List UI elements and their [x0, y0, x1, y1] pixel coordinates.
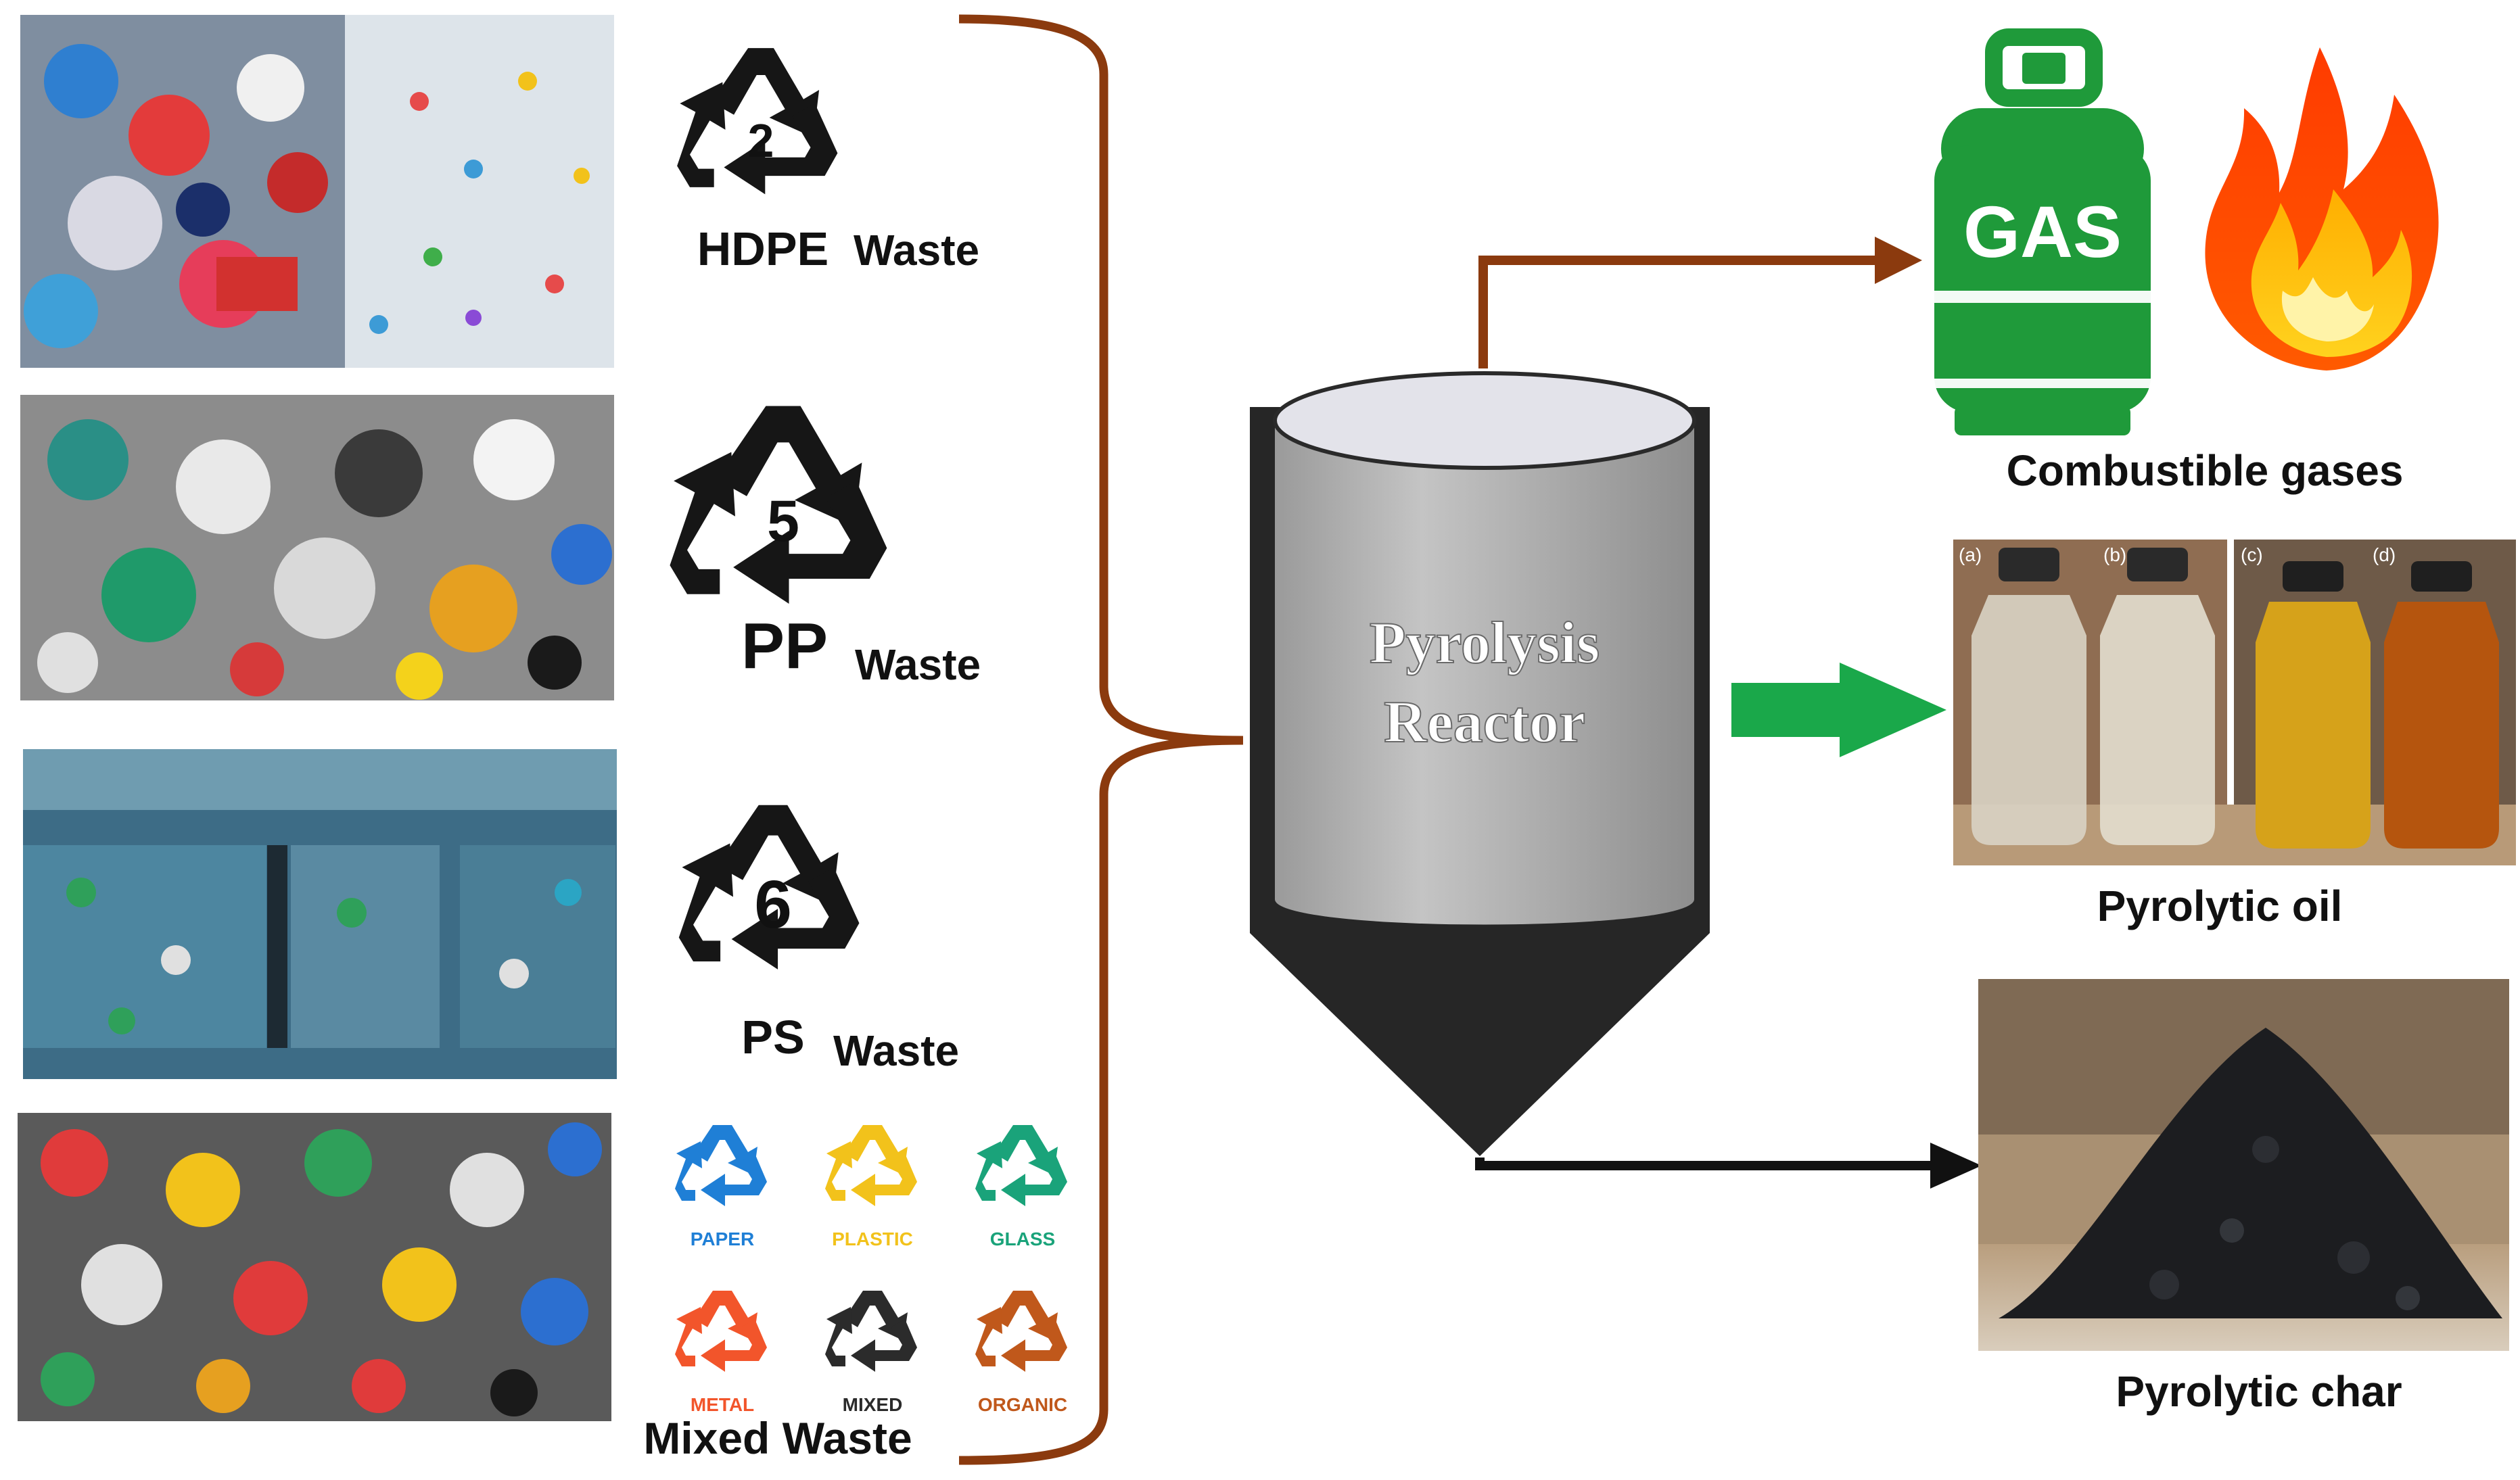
bin-metal-icon: METAL: [675, 1291, 767, 1415]
recycling-bins-grid: PAPER PLASTIC GLASS METAL MIXED ORGANIC: [675, 1125, 1067, 1415]
bin-organic-icon: ORGANIC: [975, 1291, 1067, 1415]
bin-paper-icon: PAPER: [675, 1125, 767, 1249]
pp-code-number: 5: [767, 489, 799, 554]
ps-waste-photo: [23, 749, 617, 1079]
oil-panel-label-b: (b): [2103, 544, 2126, 565]
oil-output-arrow: [1731, 663, 1946, 757]
bin-glass-icon: GLASS: [975, 1125, 1067, 1249]
gas-output-arrow: [1478, 237, 1922, 368]
ps-waste-label: Waste: [833, 1026, 959, 1075]
bin-plastic-icon: PLASTIC: [825, 1125, 917, 1249]
bin-plastic-label: PLASTIC: [832, 1228, 913, 1249]
oil-panel-label-d: (d): [2373, 544, 2396, 565]
oil-panel-label-c: (c): [2241, 544, 2263, 565]
pp-waste-photo: [20, 395, 614, 700]
char-caption: Pyrolytic char: [2116, 1367, 2402, 1416]
bin-paper-label: PAPER: [691, 1228, 754, 1249]
reactor-label-line1: Pyrolysis: [1370, 611, 1600, 676]
hdpe-resin-label: HDPE: [697, 222, 829, 275]
pyrolytic-oil-photo: (a) (b) (c) (d): [1953, 540, 2516, 865]
gas-cylinder-icon: GAS: [1934, 28, 2151, 435]
gas-cylinder-text: GAS: [1963, 191, 2122, 272]
bin-mixed-icon: MIXED: [825, 1291, 917, 1415]
mixed-waste-photo: [18, 1113, 611, 1421]
bin-mixed-label: MIXED: [843, 1394, 903, 1415]
ps-code-number: 6: [754, 867, 792, 942]
pp-resin-label: PP: [741, 610, 828, 682]
input-bracket: [958, 14, 1244, 1465]
ps-resin-label: PS: [741, 1011, 804, 1064]
hdpe-waste-photo: [20, 15, 614, 368]
char-output-arrow: [1475, 1143, 1982, 1189]
oil-caption: Pyrolytic oil: [2097, 882, 2343, 930]
bin-glass-label: GLASS: [990, 1228, 1055, 1249]
reactor-label-line2: Reactor: [1384, 690, 1585, 755]
hdpe-waste-label: Waste: [854, 226, 979, 274]
gas-caption: Combustible gases: [2007, 446, 2404, 495]
pyrolytic-char-photo: [1978, 979, 2509, 1351]
pyrolysis-reactor: Pyrolysis Reactor: [1250, 371, 1710, 1156]
oil-panel-label-a: (a): [1959, 544, 1982, 565]
flame-icon: [2205, 47, 2439, 371]
bin-metal-label: METAL: [691, 1394, 754, 1415]
mixed-waste-label: Mixed Waste: [643, 1413, 912, 1463]
bin-organic-label: ORGANIC: [978, 1394, 1067, 1415]
hdpe-code-number: 2: [748, 114, 774, 167]
pp-waste-label: Waste: [855, 640, 981, 689]
